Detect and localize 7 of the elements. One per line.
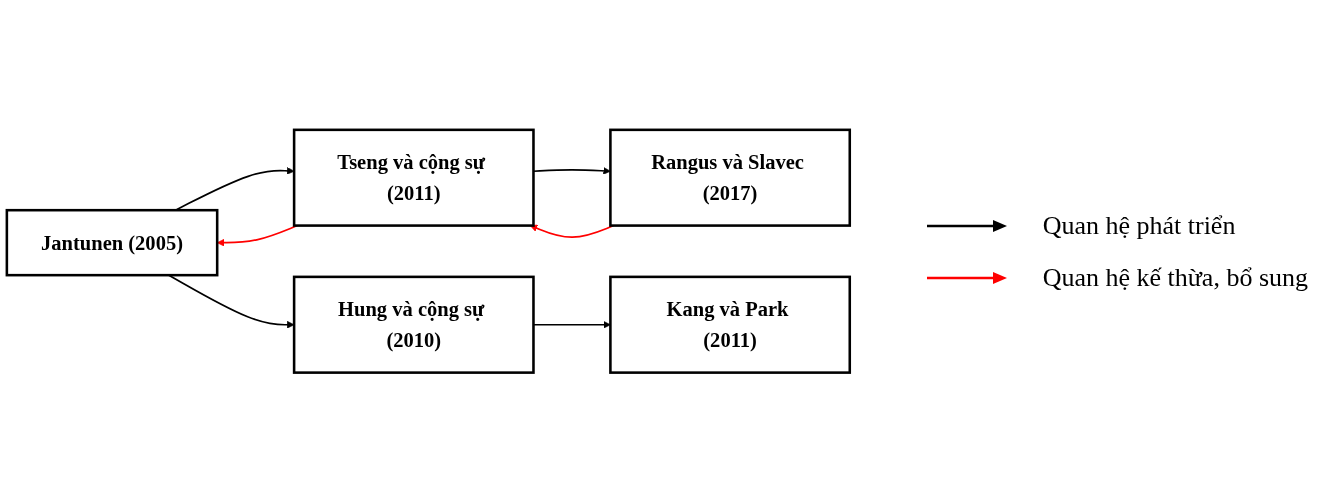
legend-text: Quan hệ kế thừa, bổ sung	[1042, 262, 1308, 293]
node-box: Kang và Park (2011)	[609, 275, 852, 375]
legend-text: Quan hệ phát triển	[1042, 210, 1236, 241]
node-box: Jantunen (2005)	[5, 209, 219, 277]
node-box: Tseng và cộng sự (2011)	[292, 128, 535, 228]
node-box: Hung và cộng sự (2010)	[292, 275, 535, 375]
node-box: Rangus và Slavec (2017)	[609, 128, 852, 228]
